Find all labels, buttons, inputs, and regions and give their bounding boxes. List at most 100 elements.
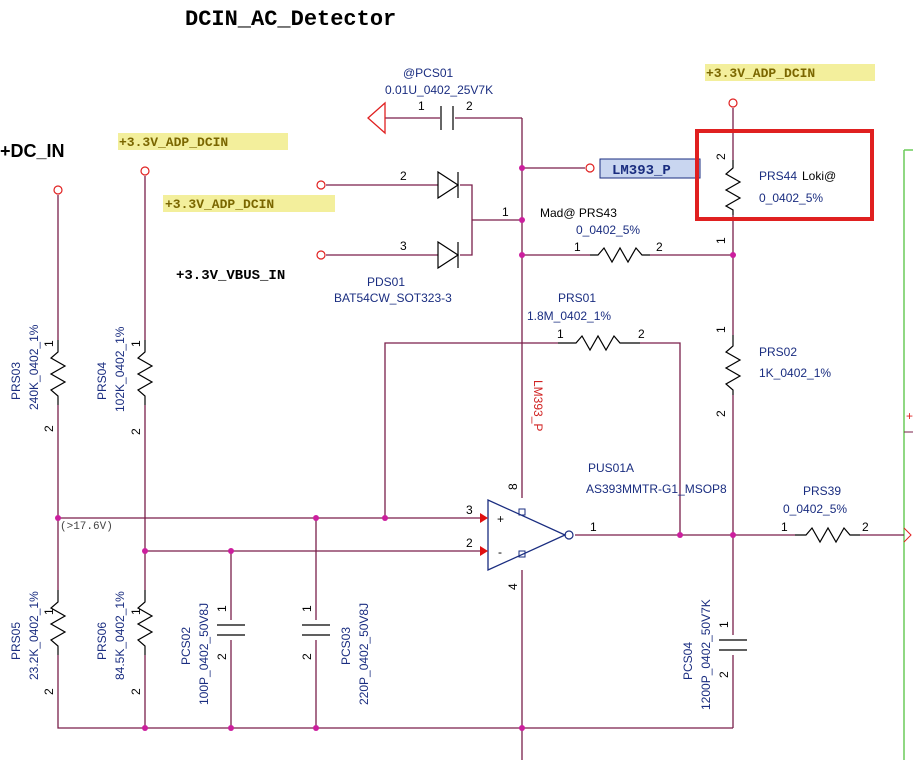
svg-text:Loki@: Loki@ bbox=[802, 169, 836, 183]
svg-text:2: 2 bbox=[300, 653, 314, 660]
svg-text:PRS05: PRS05 bbox=[9, 622, 23, 660]
svg-text:1: 1 bbox=[129, 608, 143, 615]
svg-text:2: 2 bbox=[862, 520, 869, 534]
svg-text:PDS01: PDS01 bbox=[367, 275, 405, 289]
svg-text:1: 1 bbox=[42, 608, 56, 615]
capacitor-pcs02: PCS02 100P_0402_50V8J 1 2 bbox=[179, 603, 245, 705]
net-adp-dcin-b: +3.3V_ADP_DCIN bbox=[165, 197, 274, 212]
resistor-prs01: PRS01 1.8M_0402_1% 1 2 bbox=[527, 291, 645, 352]
svg-text:2: 2 bbox=[42, 688, 56, 695]
svg-text:BAT54CW_SOT323-3: BAT54CW_SOT323-3 bbox=[334, 291, 452, 305]
svg-text:1: 1 bbox=[215, 605, 229, 612]
port-lm393-p bbox=[599, 158, 701, 179]
svg-text:2: 2 bbox=[129, 428, 143, 435]
diode-pds01: 2 3 1 PDS01 BAT54CW_SOT323-3 bbox=[334, 169, 509, 305]
net-lm393-port: LM393_P bbox=[612, 163, 671, 179]
threshold-note: (>17.6V) bbox=[60, 521, 113, 533]
net-highlight bbox=[163, 195, 335, 212]
net-dc-in: +DC_IN bbox=[0, 141, 65, 161]
wires bbox=[57, 108, 904, 760]
svg-text:2: 2 bbox=[638, 327, 645, 341]
svg-text:84.5K_0402_1%: 84.5K_0402_1% bbox=[113, 591, 127, 680]
svg-text:-: - bbox=[498, 545, 502, 559]
svg-text:@PCS01: @PCS01 bbox=[403, 66, 454, 80]
comparator-pus01a: + - 3 2 1 8 4 PUS01A AS393MMTR-G1_MSOP8 bbox=[466, 461, 727, 590]
resistor-prs43: Mad@ PRS43 0_0402_5% 1 2 bbox=[540, 206, 663, 264]
resistor-prs03: PRS03 240K_0402_1% 1 2 bbox=[9, 324, 67, 432]
svg-text:PRS01: PRS01 bbox=[558, 291, 596, 305]
resistor-prs44: PRS44 Loki@ 0_0402_5% 2 1 bbox=[695, 129, 874, 244]
svg-text:1: 1 bbox=[42, 340, 56, 347]
svg-text:PCS02: PCS02 bbox=[179, 627, 193, 665]
svg-text:23.2K_0402_1%: 23.2K_0402_1% bbox=[27, 591, 41, 680]
net-highlight bbox=[705, 64, 875, 81]
svg-text:2: 2 bbox=[42, 425, 56, 432]
svg-text:1K_0402_1%: 1K_0402_1% bbox=[759, 366, 831, 380]
svg-text:8: 8 bbox=[506, 483, 520, 490]
svg-text:100P_0402_50V8J: 100P_0402_50V8J bbox=[197, 603, 211, 705]
svg-text:AS393MMTR-G1_MSOP8: AS393MMTR-G1_MSOP8 bbox=[586, 482, 727, 496]
svg-text:0_0402_5%: 0_0402_5% bbox=[783, 502, 847, 516]
ground-icon bbox=[367, 101, 386, 135]
svg-text:240K_0402_1%: 240K_0402_1% bbox=[27, 324, 41, 410]
sheet-title: DCIN_AC_Detector bbox=[185, 7, 396, 32]
svg-text:2: 2 bbox=[466, 536, 473, 550]
net-adp-dcin-a: +3.3V_ADP_DCIN bbox=[119, 135, 228, 150]
svg-text:PRS44: PRS44 bbox=[759, 169, 797, 183]
svg-text:PRS03: PRS03 bbox=[9, 362, 23, 400]
svg-text:1: 1 bbox=[717, 621, 731, 628]
svg-text:1: 1 bbox=[714, 237, 728, 244]
svg-text:3: 3 bbox=[400, 239, 407, 253]
svg-text:1: 1 bbox=[574, 240, 581, 254]
svg-text:PRS39: PRS39 bbox=[803, 484, 841, 498]
resistor-prs02: PRS02 1K_0402_1% 1 2 bbox=[714, 326, 831, 417]
svg-text:1: 1 bbox=[557, 327, 564, 341]
svg-text:PCS03: PCS03 bbox=[339, 627, 353, 665]
svg-text:220P_0402_50V8J: 220P_0402_50V8J bbox=[357, 603, 371, 705]
svg-text:2: 2 bbox=[466, 99, 473, 113]
svg-text:0.01U_0402_25V7K: 0.01U_0402_25V7K bbox=[385, 83, 493, 97]
svg-text:PUS01A: PUS01A bbox=[588, 461, 634, 475]
svg-text:3: 3 bbox=[466, 503, 473, 517]
svg-text:2: 2 bbox=[129, 688, 143, 695]
resistor-prs04: PRS04 102K_0402_1% 1 2 bbox=[95, 326, 154, 435]
svg-text:PRS06: PRS06 bbox=[95, 622, 109, 660]
svg-text:2: 2 bbox=[400, 169, 407, 183]
svg-text:4: 4 bbox=[506, 583, 520, 590]
resistor-prs05: PRS05 23.2K_0402_1% 1 2 bbox=[9, 590, 67, 695]
svg-text:2: 2 bbox=[717, 671, 731, 678]
net-vbus-in: +3.3V_VBUS_IN bbox=[176, 268, 285, 284]
net-lm393-vertical: LM393_P bbox=[531, 380, 545, 431]
svg-text:2: 2 bbox=[714, 410, 728, 417]
svg-text:1200P_0402_50V7K: 1200P_0402_50V7K bbox=[699, 599, 713, 710]
svg-text:1: 1 bbox=[714, 326, 728, 333]
svg-text:2: 2 bbox=[215, 653, 229, 660]
power-pins bbox=[53, 98, 738, 260]
svg-text:+: + bbox=[497, 512, 504, 526]
svg-text:PRS04: PRS04 bbox=[95, 362, 109, 400]
svg-text:1.8M_0402_1%: 1.8M_0402_1% bbox=[527, 309, 611, 323]
capacitor-pcs03: PCS03 220P_0402_50V8J 1 2 bbox=[300, 603, 371, 705]
highlight-box bbox=[695, 129, 874, 221]
svg-text:0_0402_5%: 0_0402_5% bbox=[759, 191, 823, 205]
svg-text:1: 1 bbox=[590, 520, 597, 534]
svg-text:PCS04: PCS04 bbox=[681, 642, 695, 680]
resistor-prs39: PRS39 0_0402_5% 1 2 bbox=[781, 484, 912, 544]
svg-text:PRS02: PRS02 bbox=[759, 345, 797, 359]
svg-text:1: 1 bbox=[502, 205, 509, 219]
net-highlight bbox=[118, 133, 288, 150]
adjacent-frame: + bbox=[903, 149, 913, 760]
svg-text:2: 2 bbox=[656, 240, 663, 254]
svg-text:0_0402_5%: 0_0402_5% bbox=[576, 223, 640, 237]
svg-text:102K_0402_1%: 102K_0402_1% bbox=[113, 326, 127, 412]
svg-text:Mad@ PRS43: Mad@ PRS43 bbox=[540, 206, 617, 220]
svg-text:1: 1 bbox=[129, 340, 143, 347]
resistor-prs06: PRS06 84.5K_0402_1% 1 2 bbox=[95, 590, 154, 695]
svg-text:2: 2 bbox=[714, 153, 728, 160]
capacitor-pcs01: @PCS01 0.01U_0402_25V7K 1 2 bbox=[385, 66, 493, 130]
svg-text:1: 1 bbox=[418, 99, 425, 113]
svg-text:+: + bbox=[906, 409, 913, 423]
svg-text:1: 1 bbox=[781, 520, 788, 534]
